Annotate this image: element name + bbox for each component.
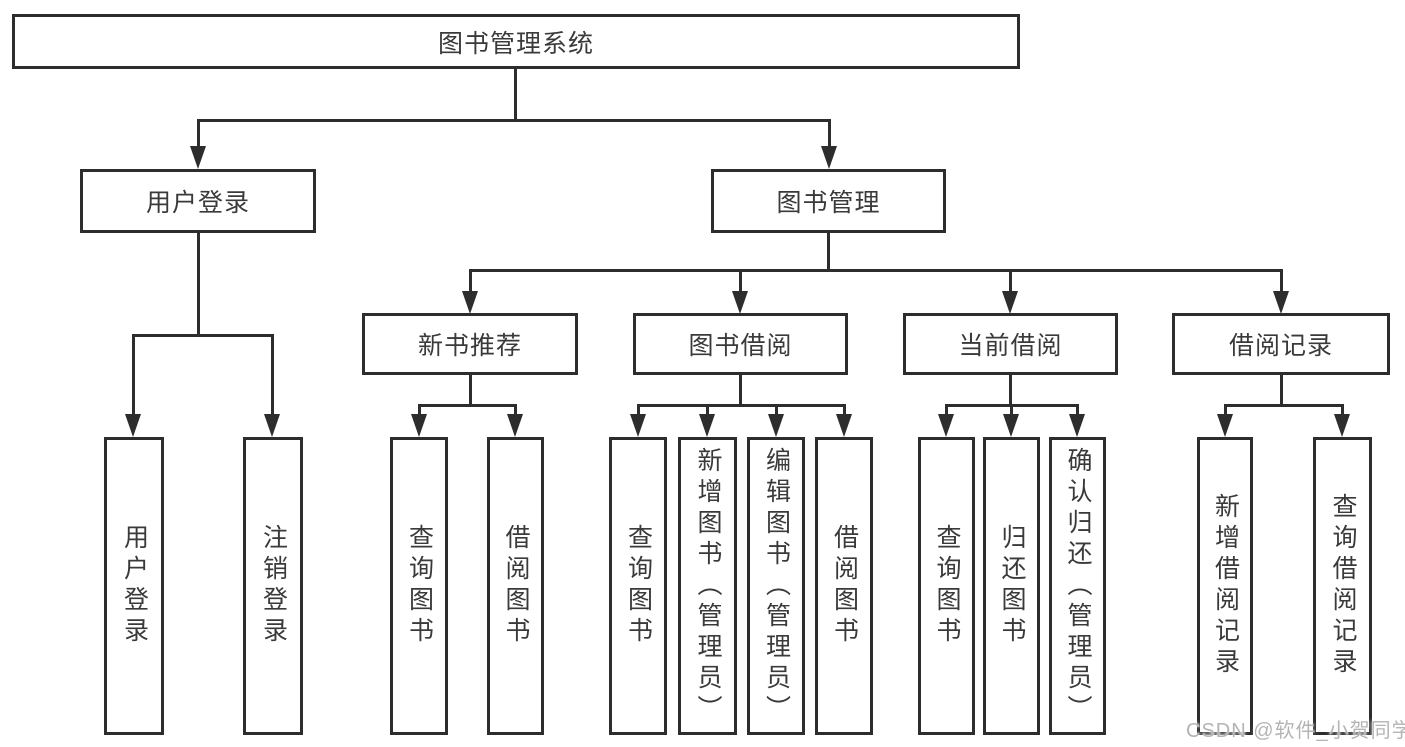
- arrow-to-records: [1273, 291, 1289, 314]
- connector-bb-branch-3: [775, 404, 778, 416]
- node-book-borrow-label: 图书借阅: [688, 332, 793, 360]
- connector-userlogin-branch-right: [271, 334, 274, 416]
- leaf-bb-borrow: 借阅图书: [815, 437, 873, 735]
- connector-bookmgmt-stem: [827, 231, 830, 272]
- leaf-logout: 注销登录: [243, 437, 303, 735]
- leaf-bb-query-label: 查询图书: [624, 524, 653, 648]
- leaf-bb-add-label: 新增图书（管理员）: [694, 446, 722, 726]
- leaf-rec-borrow-label: 借阅图书: [502, 524, 530, 648]
- leaf-bb-edit-label: 编辑图书（管理员）: [762, 446, 791, 726]
- leaf-bb-borrow-label: 借阅图书: [830, 524, 859, 648]
- connector-rc-branch-1: [1224, 404, 1227, 416]
- leaf-login: 用户登录: [104, 437, 164, 735]
- arrow-to-user-login: [190, 146, 206, 169]
- arrow-to-rec-borrow: [507, 414, 523, 437]
- node-user-login-label: 用户登录: [145, 189, 250, 217]
- connector-root-branch-right: [828, 119, 831, 149]
- connector-rc-bar: [1224, 404, 1343, 407]
- connector-cb-branch-3: [1076, 404, 1079, 416]
- node-records-label: 借阅记录: [1228, 332, 1333, 360]
- connector-newrec-bar: [418, 404, 516, 407]
- connector-cb-branch-2: [1010, 404, 1013, 416]
- leaf-cb-query-label: 查询图书: [933, 524, 961, 648]
- node-new-rec: 新书推荐: [362, 313, 578, 375]
- leaf-cb-query: 查询图书: [918, 437, 975, 735]
- arrow-to-leaf-login: [125, 414, 141, 437]
- node-records: 借阅记录: [1172, 313, 1390, 375]
- connector-userlogin-bar: [132, 334, 274, 337]
- leaf-bb-add: 新增图书（管理员）: [678, 437, 737, 735]
- connector-rc-branch-2: [1341, 404, 1344, 416]
- leaf-cb-return: 归还图书: [983, 437, 1040, 735]
- leaf-logout-label: 注销登录: [259, 524, 288, 648]
- connector-root-bar: [197, 119, 831, 122]
- connector-bb-branch-4: [843, 404, 846, 416]
- arrow-to-cur-borrow: [1002, 291, 1018, 314]
- leaf-rc-add: 新增借阅记录: [1197, 437, 1253, 735]
- node-book-mgmt-label: 图书管理: [776, 189, 881, 217]
- connector-cb-stem: [1009, 373, 1012, 407]
- node-cur-borrow-label: 当前借阅: [958, 332, 1063, 360]
- connector-bookmgmt-bar: [469, 269, 1282, 272]
- connector-root-branch-left: [197, 119, 200, 149]
- leaf-login-label: 用户登录: [120, 524, 149, 648]
- arrow-to-book-mgmt: [821, 146, 837, 169]
- leaf-rc-query: 查询借阅记录: [1313, 437, 1372, 735]
- arrow-to-leaf-logout: [264, 414, 280, 437]
- connector-bb-branch-2: [706, 404, 709, 416]
- connector-rc-stem: [1280, 373, 1283, 407]
- connector-cb-branch-1: [945, 404, 948, 416]
- leaf-bb-query: 查询图书: [609, 437, 667, 735]
- connector-bookmgmt-branch-2: [739, 269, 742, 293]
- connector-newrec-branch-2: [514, 404, 517, 416]
- arrow-to-bb-borrow: [836, 414, 852, 437]
- connector-userlogin-stem: [197, 231, 200, 337]
- leaf-rec-borrow: 借阅图书: [487, 437, 544, 735]
- arrow-to-bb-edit: [768, 414, 784, 437]
- leaf-rec-query-label: 查询图书: [405, 524, 434, 648]
- node-cur-borrow: 当前借阅: [903, 313, 1118, 375]
- node-book-borrow: 图书借阅: [633, 313, 848, 375]
- node-root: 图书管理系统: [12, 14, 1020, 69]
- arrow-to-new-rec: [462, 291, 478, 314]
- leaf-cb-confirm-label: 确认归还（管理员）: [1064, 446, 1092, 726]
- leaf-cb-return-label: 归还图书: [998, 524, 1026, 648]
- arrow-to-cb-query: [938, 414, 954, 437]
- connector-bookmgmt-branch-3: [1009, 269, 1012, 293]
- connector-root-stem: [514, 68, 517, 121]
- leaf-rc-query-label: 查询借阅记录: [1329, 493, 1357, 679]
- connector-newrec-branch-1: [418, 404, 421, 416]
- csdn-watermark: CSDN @软件_小贺同学: [1186, 720, 1405, 742]
- leaf-rc-add-label: 新增借阅记录: [1211, 493, 1240, 679]
- connector-bookmgmt-branch-4: [1280, 269, 1283, 293]
- node-new-rec-label: 新书推荐: [417, 332, 522, 360]
- arrow-to-rc-query: [1334, 414, 1350, 437]
- arrow-to-bb-query: [630, 414, 646, 437]
- node-book-mgmt: 图书管理: [711, 169, 946, 233]
- arrow-to-rc-add: [1217, 414, 1233, 437]
- connector-userlogin-branch-left: [132, 334, 135, 416]
- arrow-to-cb-return: [1003, 414, 1019, 437]
- node-root-label: 图书管理系统: [437, 29, 594, 58]
- connector-newrec-stem: [469, 373, 472, 407]
- leaf-bb-edit: 编辑图书（管理员）: [747, 437, 805, 735]
- connector-bb-branch-1: [637, 404, 640, 416]
- arrow-to-book-borrow: [732, 291, 748, 314]
- connector-bb-bar: [637, 404, 845, 407]
- arrow-to-cb-confirm: [1069, 414, 1085, 437]
- node-user-login: 用户登录: [80, 169, 316, 233]
- leaf-rec-query: 查询图书: [390, 437, 448, 735]
- connector-bb-stem: [739, 373, 742, 407]
- connector-bookmgmt-branch-1: [469, 269, 472, 293]
- arrow-to-rec-query: [411, 414, 427, 437]
- leaf-cb-confirm: 确认归还（管理员）: [1049, 437, 1106, 735]
- arrow-to-bb-add: [699, 414, 715, 437]
